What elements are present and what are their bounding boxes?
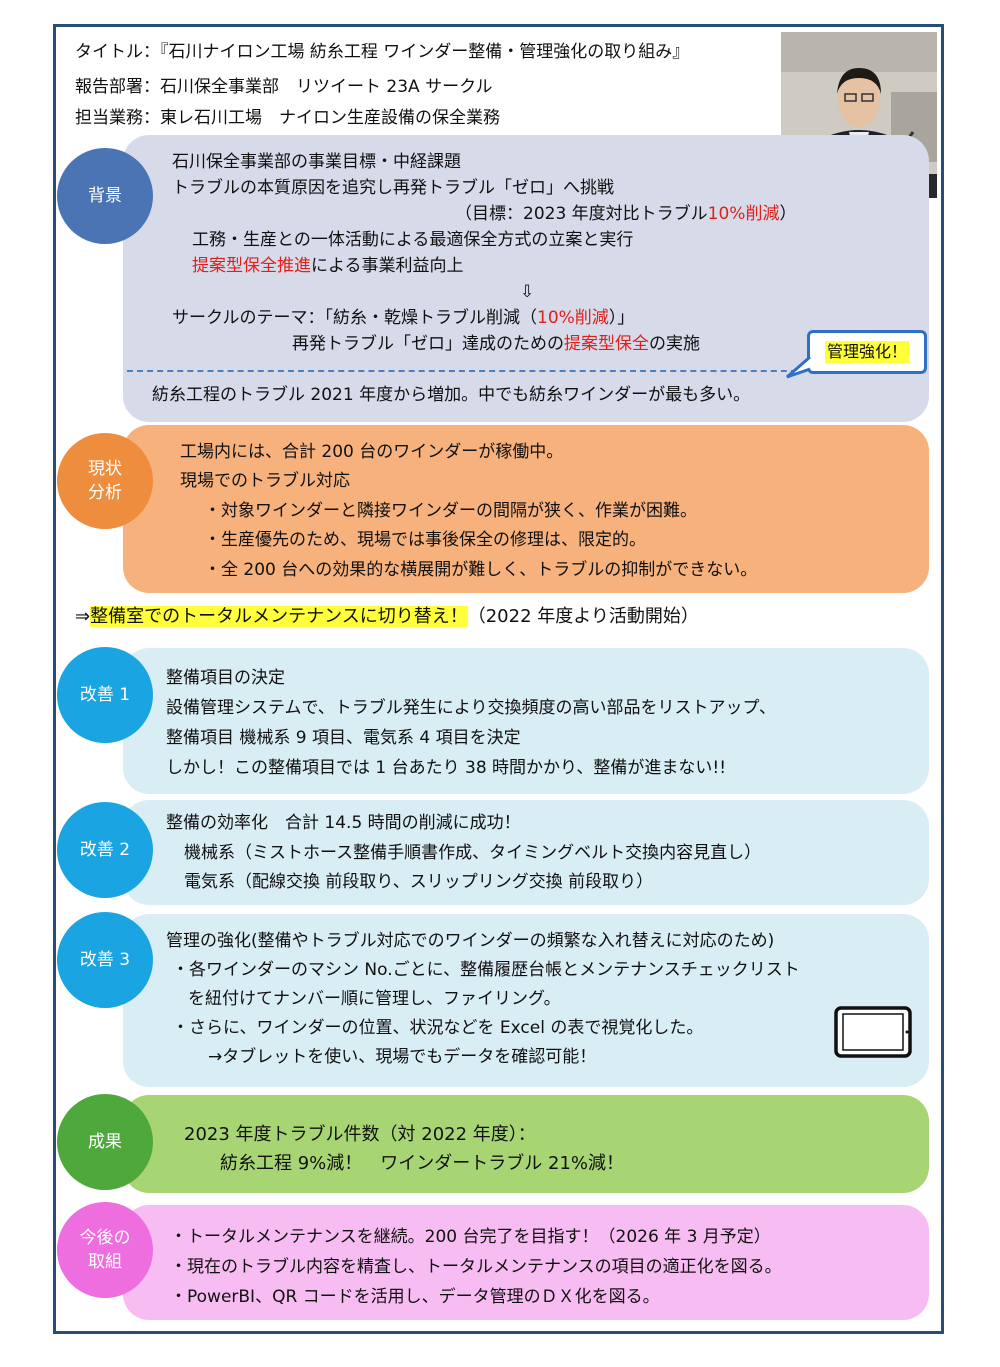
future-label-circle: 今後の 取組 — [57, 1202, 153, 1298]
report-department: 報告部署：石川保全事業部 リツイート 23A サークル — [75, 77, 493, 97]
kaizen3-line-3: を紐付けてナンバー順に管理し、ファイリング。 — [188, 989, 561, 1009]
kaizen3-line-5: →タブレットを使い、現場でもデータを確認可能！ — [208, 1047, 597, 1067]
future-label-2: 取組 — [88, 1252, 122, 1272]
kaizen1-panel — [123, 648, 929, 794]
callout-box: 管理強化！ — [807, 330, 927, 374]
kaizen1-line-2: 設備管理システムで、トラブル発生により交換頻度の高い部品をリストアップ、 — [166, 698, 776, 718]
background-line-1: 石川保全事業部の事業目標・中経課題 — [172, 152, 461, 172]
kaizen1-line-3: 整備項目 機械系 9 項目、電気系 4 項目を決定 — [166, 728, 521, 748]
analysis-line-4: ・生産優先のため、現場では事後保全の修理は、限定的。 — [204, 530, 646, 550]
analysis-label-circle: 現状 分析 — [57, 433, 153, 529]
future-line-2: ・現在のトラブル内容を精査し、トータルメンテナンスの項目の適正化を図る。 — [170, 1257, 782, 1277]
callout-tail — [786, 355, 811, 379]
background-line-8: 紡糸工程のトラブル 2021 年度から増加。中でも紡糸ワインダーが最も多い。 — [152, 385, 751, 405]
result-label: 成果 — [88, 1132, 122, 1152]
kaizen3-line-1: 管理の強化(整備やトラブル対応でのワインダーの頻繁な入れ替えに対応のため) — [166, 931, 775, 951]
page-frame — [53, 24, 944, 1334]
background-line-2: トラブルの本質原因を追究し再発トラブル「ゼロ」へ挑戦 — [172, 178, 614, 198]
kaizen3-label-circle: 改善 3 — [57, 912, 153, 1008]
kaizen2-label: 改善 2 — [79, 840, 131, 860]
report-duty: 担当業務：東レ石川工場 ナイロン生産設備の保全業務 — [75, 108, 500, 128]
kaizen2-line-1: 整備の効率化 合計 14.5 時間の削減に成功！ — [166, 813, 521, 833]
result-label-circle: 成果 — [57, 1094, 153, 1190]
future-line-1: ・トータルメンテナンスを継続。200 台完了を目指す！（2026 年 3 月予定… — [170, 1227, 771, 1247]
kaizen2-line-3: 電気系（配線交換 前段取り、スリップリング交換 前段取り） — [184, 872, 654, 892]
kaizen2-label-circle: 改善 2 — [57, 802, 153, 898]
kaizen1-line-4: しかし！この整備項目では 1 台あたり 38 時間かかり、整備が進まない!! — [166, 758, 727, 778]
switch-line: ⇒整備室でのトータルメンテナンスに切り替え！（2022 年度より活動開始） — [75, 606, 699, 627]
kaizen3-panel — [123, 914, 929, 1087]
analysis-panel — [123, 425, 929, 593]
kaizen1-label-circle: 改善 1 — [57, 647, 153, 743]
background-divider — [127, 370, 807, 372]
kaizen2-line-2: 機械系（ミストホース整備手順書作成、タイミングベルト交換内容見直し） — [184, 843, 762, 863]
kaizen3-line-4: ・さらに、ワインダーの位置、状況などを Excel の表で視覚化した。 — [172, 1018, 704, 1038]
tablet-icon — [834, 1006, 912, 1058]
analysis-line-2: 現場でのトラブル対応 — [180, 471, 350, 491]
analysis-line-3: ・対象ワインダーと隣接ワインダーの間隔が狭く、作業が困難。 — [204, 501, 697, 521]
background-line-5: 提案型保全推進による事業利益向上 — [192, 256, 464, 276]
kaizen3-label: 改善 3 — [79, 950, 131, 970]
background-label-circle: 背景 — [57, 148, 153, 244]
background-line-3: （目標：2023 年度対比トラブル10%削減） — [455, 204, 797, 224]
background-label: 背景 — [88, 186, 122, 206]
analysis-line-1: 工場内には、合計 200 台のワインダーが稼働中。 — [180, 442, 564, 462]
callout-text: 管理強化！ — [824, 341, 909, 363]
report-title: タイトル：『石川ナイロン工場 紡糸工程 ワインダー整備・管理強化の取り組み』 — [75, 42, 690, 62]
kaizen2-panel — [123, 800, 929, 905]
down-arrow: ⇩ — [520, 282, 535, 302]
result-panel — [123, 1095, 929, 1193]
kaizen3-line-2: ・各ワインダーのマシン No.ごとに、整備履歴台帳とメンテナンスチェックリスト — [172, 960, 800, 980]
background-line-7: 再発トラブル「ゼロ」達成のための提案型保全の実施 — [292, 334, 700, 354]
analysis-label-1: 現状 — [88, 459, 122, 479]
background-line-6: サークルのテーマ：「紡糸・乾燥トラブル削減（10%削減）」 — [172, 308, 635, 328]
kaizen1-label: 改善 1 — [79, 685, 131, 705]
background-line-4: 工務・生産との一体活動による最適保全方式の立案と実行 — [192, 230, 634, 250]
analysis-label-2: 分析 — [88, 483, 122, 503]
future-label-1: 今後の — [79, 1228, 131, 1248]
future-panel — [123, 1205, 929, 1320]
kaizen1-line-1: 整備項目の決定 — [166, 668, 285, 688]
result-line-1: 2023 年度トラブル件数（対 2022 年度）： — [184, 1124, 536, 1145]
result-line-2: 紡糸工程 9%減！ ワインダートラブル 21%減！ — [220, 1153, 625, 1174]
future-line-3: ・PowerBI、QR コードを活用し、データ管理のＤＸ化を図る。 — [170, 1287, 660, 1307]
switch-highlight: 整備室でのトータルメンテナンスに切り替え！ — [90, 606, 468, 627]
analysis-line-5: ・全 200 台への効果的な横展開が難しく、トラブルの抑制ができない。 — [204, 560, 758, 580]
